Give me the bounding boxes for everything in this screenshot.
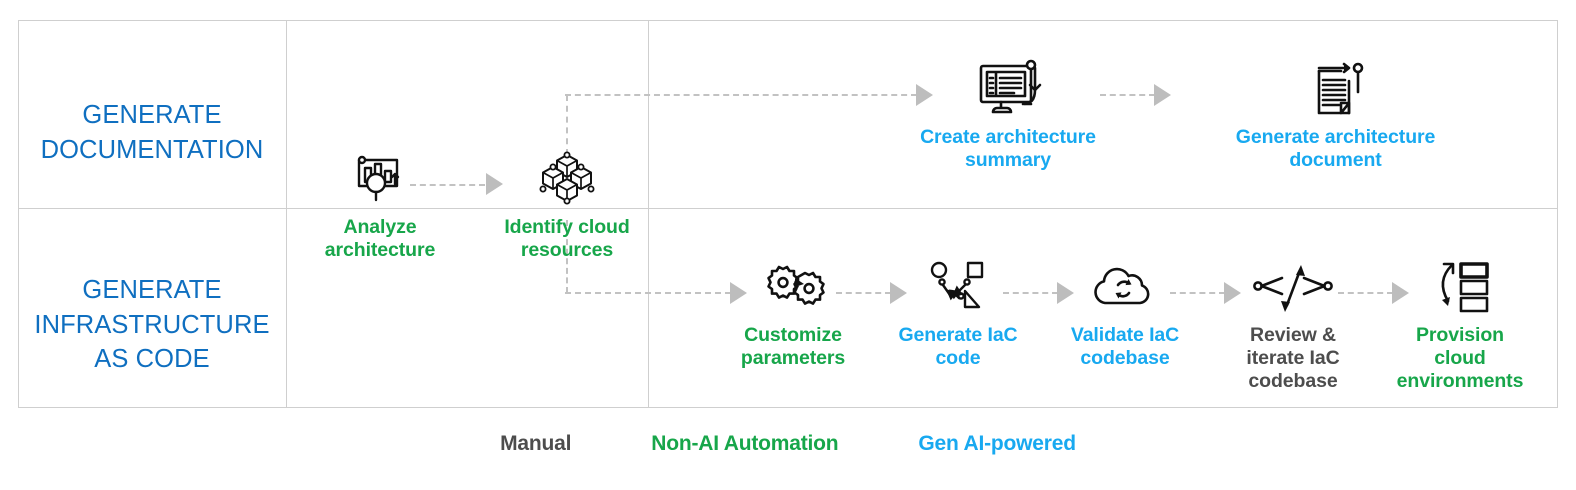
connector-branch-up-vertical <box>566 95 568 155</box>
shapes-diagram-icon <box>878 258 1038 318</box>
arrow-to-create-architecture-summary <box>916 84 933 106</box>
connector-customize-to-generate <box>836 292 891 294</box>
chart-magnifier-icon <box>300 150 460 210</box>
node-label: Generate IaC code <box>898 324 1018 369</box>
node-create-architecture-summary[interactable]: Create architecture summary <box>908 59 1108 172</box>
node-label: Customize parameters <box>740 324 846 369</box>
legend-item-manual: Manual <box>500 432 572 455</box>
grid-line-right <box>1557 20 1558 408</box>
arrow-summary-to-document <box>1154 84 1171 106</box>
grid-line-col1 <box>286 20 287 408</box>
arrow-review-to-provision <box>1392 282 1409 304</box>
legend-item-non-ai-automation: Non-AI Automation <box>651 432 839 455</box>
node-validate-iac-codebase[interactable]: Validate IaC codebase <box>1045 258 1205 370</box>
row-label-generate-infrastructure-as-code: GENERATE INFRASTRUCTURE AS CODE <box>34 276 270 374</box>
connector-review-to-provision <box>1338 292 1393 294</box>
node-generate-iac-code[interactable]: Generate IaC code <box>878 258 1038 370</box>
connector-branch-down-horizontal <box>565 292 731 294</box>
gears-icon <box>713 258 873 318</box>
node-label: Identify cloud resources <box>504 216 630 261</box>
grid-line-top <box>18 20 1558 21</box>
cube-cluster-icon <box>487 150 647 210</box>
connector-branch-up-horizontal <box>565 94 917 96</box>
legend: Manual Non-AI Automation Gen AI-powered <box>0 432 1576 456</box>
cloud-sync-icon <box>1045 258 1205 318</box>
node-analyze-architecture[interactable]: Analyze architecture <box>300 150 460 262</box>
grid-line-bottom <box>18 407 1558 408</box>
node-label: Analyze architecture <box>324 216 436 261</box>
grid-line-col2 <box>648 20 649 408</box>
workflow-diagram: GENERATE DOCUMENTATION GENERATE INFRASTR… <box>18 20 1558 408</box>
node-label: Validate IaC codebase <box>1070 324 1180 369</box>
row-label-generate-documentation: GENERATE DOCUMENTATION <box>40 101 264 164</box>
node-customize-parameters[interactable]: Customize parameters <box>713 258 873 370</box>
node-identify-cloud-resources[interactable]: Identify cloud resources <box>487 150 647 262</box>
node-review-iterate-iac-codebase[interactable]: Review & iterate IaC codebase <box>1213 258 1373 393</box>
connector-validate-to-review <box>1170 292 1225 294</box>
arrow-customize-to-generate <box>890 282 907 304</box>
arrow-generate-to-validate <box>1057 282 1074 304</box>
code-brackets-arrow-icon <box>1213 258 1373 318</box>
connector-branch-down-vertical <box>566 220 568 293</box>
arrow-analyze-to-identify <box>486 173 503 195</box>
node-label: Review & iterate IaC codebase <box>1246 324 1340 392</box>
arrow-to-customize-parameters <box>730 282 747 304</box>
connector-analyze-to-identify <box>410 184 485 186</box>
grid-line-left <box>18 20 19 408</box>
node-label: Create architecture summary <box>920 126 1096 171</box>
node-provision-cloud-environments[interactable]: Provision cloud environments <box>1380 258 1540 393</box>
node-label: Provision cloud environments <box>1396 324 1524 392</box>
arrow-validate-to-review <box>1224 282 1241 304</box>
connector-summary-to-document <box>1100 94 1155 96</box>
monitor-dashboard-refresh-icon <box>908 59 1108 120</box>
document-page-arrow-icon <box>1218 60 1453 120</box>
legend-item-gen-ai-powered: Gen AI-powered <box>918 432 1076 455</box>
node-generate-architecture-document[interactable]: Generate architecture document <box>1218 60 1453 172</box>
connector-generate-to-validate <box>1003 292 1058 294</box>
node-label: Generate architecture document <box>1235 126 1436 171</box>
server-rack-arrow-icon <box>1380 258 1540 318</box>
grid-line-middle <box>18 208 1558 209</box>
